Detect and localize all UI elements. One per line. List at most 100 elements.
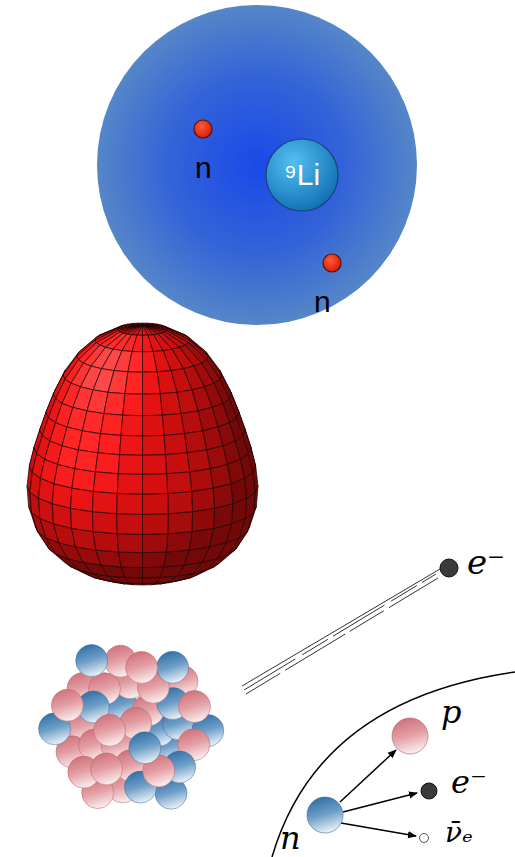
mesh-face [120,435,143,455]
mesh-face [92,512,117,534]
proton-sphere [51,689,83,721]
mesh-face [167,472,192,494]
mesh-face [168,491,193,513]
mesh-face [93,472,118,494]
mesh-face [166,532,192,552]
mesh-face [181,411,203,434]
mesh-face [190,469,214,492]
mesh-face [143,534,168,553]
mesh-face [132,325,143,335]
mesh-face [92,491,117,513]
mesh-face [160,392,181,415]
mesh-face [143,514,169,535]
mesh-face [137,325,143,335]
mesh-face [117,534,142,553]
mesh-face [125,577,143,583]
mesh-face [128,352,143,373]
mesh-face [184,431,206,453]
particle-label: ν̄ₑ [445,819,473,847]
mesh-face [143,325,154,335]
proton-sphere [91,753,123,785]
proton-sphere [179,691,211,723]
proton-sphere [392,718,428,754]
mesh-face [192,508,215,532]
mesh-face [143,394,163,416]
particle-label: n [314,287,331,317]
neutron-sphere [307,797,343,833]
mesh-face [157,371,177,394]
mesh-face [143,325,149,335]
mesh-face [104,392,125,415]
proton-sphere [126,651,158,683]
proton-sphere [94,714,126,746]
mesh-face [143,325,159,334]
nucleus-cluster [39,645,224,810]
mesh-face [117,514,143,535]
mesh-face [132,335,143,352]
particle-label: n [195,153,212,183]
mesh-face [117,493,143,514]
mesh-face [71,488,94,512]
core-circle: ⁹Li [265,138,339,212]
mesh-face [78,431,100,453]
core-circle-shape [266,139,338,211]
neutron-sphere [157,651,189,683]
neutron-dot [323,254,341,272]
decay-arrow [340,750,396,802]
mesh-face [143,335,154,352]
mesh-face [143,435,166,455]
neutron-sphere [76,645,108,677]
pear-shaped-nucleus [27,323,258,585]
electron-dot [440,559,458,577]
mesh-face [143,415,165,436]
mesh-face [125,372,143,394]
electron-track [242,569,440,694]
mesh-face [143,567,164,578]
mesh-face [143,455,167,475]
mesh-face [75,450,98,472]
particle-label: e⁻ [451,766,487,798]
mesh-face [96,550,121,567]
particle-label: n [280,822,301,854]
mesh-face [72,469,96,492]
mesh-face [98,434,121,455]
mesh-face [82,411,104,434]
neutron-dot [194,120,212,138]
mesh-face [143,552,167,568]
particle-label: p [441,696,461,728]
mesh-face [127,325,143,334]
mesh-face [101,414,123,436]
mesh-face [168,512,193,534]
particle-label: e⁻ [467,545,505,579]
halo-cloud [97,5,417,325]
mesh-face [164,434,187,455]
mesh-face [143,493,169,514]
mesh-face [121,567,142,578]
mesh-face [143,474,168,494]
mesh-face [123,394,143,416]
neutron-sphere [129,732,161,764]
mesh-face [93,532,119,552]
decay-arrow [343,793,417,812]
inset-boundary [272,672,515,857]
mesh-face [108,371,128,394]
mesh-face [143,372,161,394]
mesh-face [117,474,142,494]
mesh-face [95,453,119,474]
mesh-face [192,488,215,512]
mesh-face [118,455,142,475]
mesh-face [165,453,189,474]
mesh-face [119,552,143,568]
nucleus-label: ⁹Li [284,160,320,190]
mesh-face [164,550,189,567]
decay-arrow [341,823,416,836]
antineutrino-dot [420,834,429,843]
mesh-face [143,352,158,373]
mesh-face [143,577,161,583]
electron-dot [421,783,437,799]
mesh-face [71,508,94,532]
mesh-face [121,415,143,436]
mesh-face [187,450,210,472]
mesh-face [162,414,184,436]
